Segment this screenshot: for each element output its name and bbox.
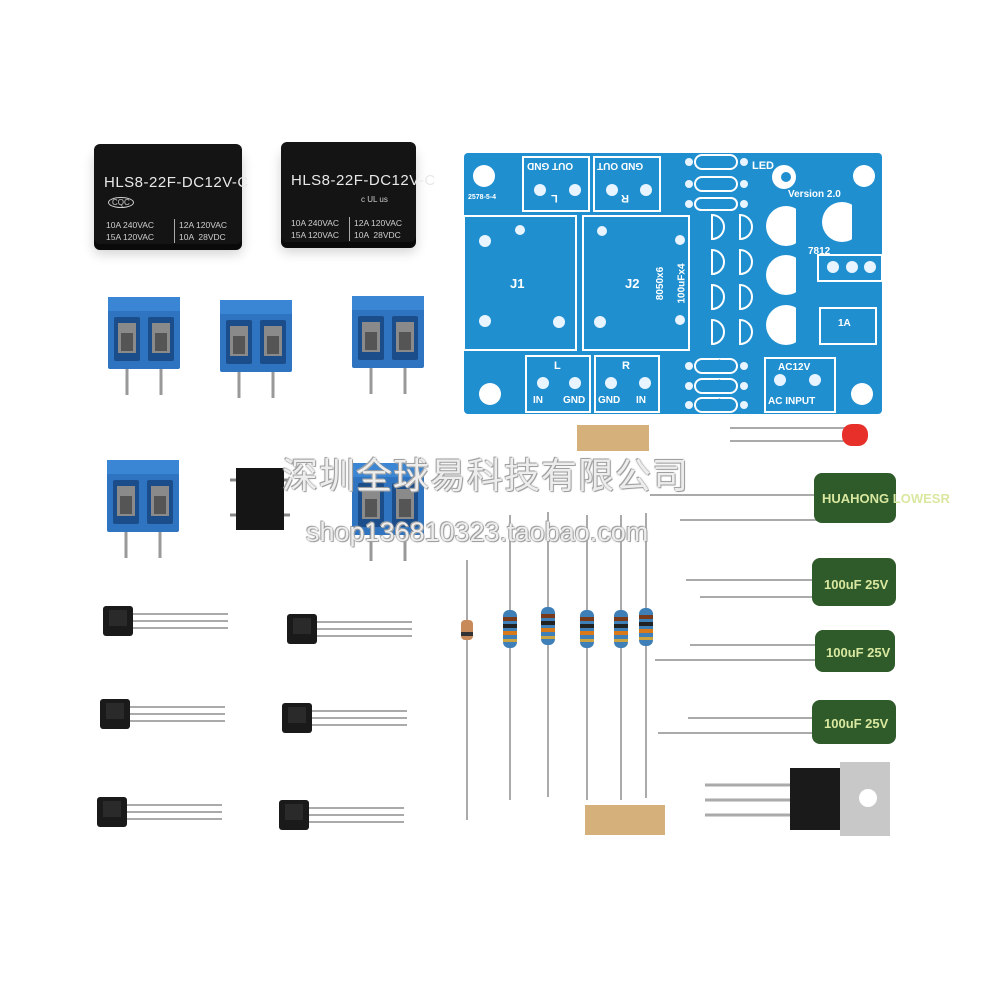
pcb-label-r1: 6.8k: [704, 156, 724, 167]
pcb-label-r4: 15k: [707, 379, 724, 390]
capacitor-label: HUAHONG LOWESR: [822, 491, 950, 506]
pcb-label-out-gnd: OUT GND: [527, 160, 574, 171]
pcb-label-caps: 100uFx4: [676, 263, 688, 304]
relay-spec-left: 10A 240VAC 15A 120VAC: [291, 218, 340, 240]
pcb-label-ac-input: AC INPUT: [768, 396, 816, 407]
pcb-label-led: LED: [752, 160, 774, 172]
pcb-label-gnd-out: GND OUT: [597, 160, 644, 171]
pcb-label-j1: J1: [510, 276, 525, 291]
pcb-label-in-left: IN: [533, 395, 543, 406]
capacitor-label: 100uF 25V: [824, 577, 889, 592]
pcb-board-code: 2578-5-4: [468, 194, 497, 201]
pcb-label-r3: 15k: [707, 359, 724, 370]
pcb-label-r5: 15k: [707, 398, 724, 409]
pcb-label-ch-r-out: R: [621, 192, 629, 204]
pcb-label-transistors: 8050x6: [655, 266, 667, 301]
watermark-shop-url: shop136810323.taobao.com: [306, 517, 649, 547]
pcb-label-version: Version 2.0: [788, 189, 841, 200]
pcb-label-gnd-left: GND: [563, 395, 586, 406]
pcb-label-ac12v: AC12V: [778, 362, 811, 373]
pcb-label-fuse: 1A: [838, 318, 851, 329]
pcb-label-ch-l-out: L: [551, 192, 558, 204]
pcb-label-in-right: IN: [636, 395, 646, 406]
relay-cert-mark: c UL us: [361, 195, 388, 204]
relay-spec-left: 10A 240VAC 15A 120VAC: [106, 220, 155, 242]
relay-spec-right: 12A 120VAC 10A 28VDC: [174, 219, 227, 243]
relay-model-label: HLS8-22F-DC12V-C: [291, 172, 436, 189]
pcb-label-r2: 100k: [704, 178, 727, 189]
relay-2: HLS8-22F-DC12V-C c UL us 10A 240VAC 15A …: [281, 142, 435, 242]
capacitor-label: 100uF 25V: [826, 645, 891, 660]
relay-1: HLS8-22F-DC12V-C CQC 10A 240VAC 15A 120V…: [94, 144, 248, 244]
pcb-label-in-l: L: [554, 360, 561, 372]
capacitor-label: 100uF 25V: [824, 716, 889, 731]
relay-model-label: HLS8-22F-DC12V-C: [104, 174, 249, 191]
pcb-label-d1: 4148: [704, 198, 725, 208]
pcb-label-regulator: 7812: [808, 246, 831, 257]
watermark-company: 深圳全球易科技有限公司: [282, 455, 690, 496]
pcb-label-j2: J2: [625, 276, 640, 291]
relay-spec-right: 12A 120VAC 10A 28VDC: [349, 217, 402, 241]
relay-cert-mark: CQC: [108, 197, 134, 208]
pcb-label-gnd-right: GND: [598, 395, 621, 406]
pcb-label-in-r: R: [622, 360, 630, 372]
